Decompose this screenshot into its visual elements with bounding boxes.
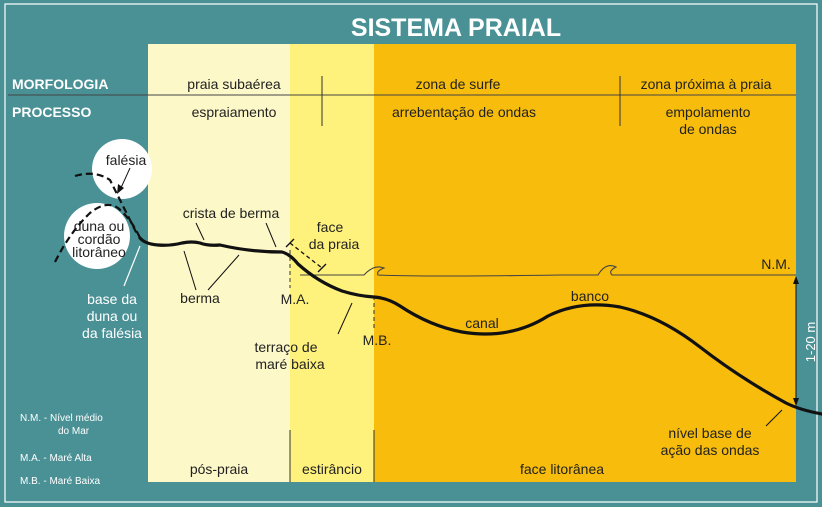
crista-pointer-1 [195, 222, 205, 241]
frame-border [4, 3, 818, 503]
label-ma: M.A. [281, 291, 310, 307]
label-nivel-1: nível base de [668, 425, 751, 441]
depth-arrowhead-top [793, 276, 799, 284]
label-empolamento-1: empolamento [666, 104, 751, 120]
label-zona-proxima: zona próxima à praia [641, 76, 772, 92]
label-praia-subaerea: praia subaérea [187, 76, 281, 92]
label-depth: 1-20 m [803, 322, 818, 362]
label-terraco-2: maré baixa [255, 356, 324, 372]
row-label-morfologia: MORFOLOGIA [12, 76, 108, 92]
label-nm: N.M. [761, 256, 791, 272]
legend-ma: M.A. - Maré Alta [20, 453, 92, 464]
label-pos-praia: pós-praia [190, 461, 249, 477]
duna-circle [64, 203, 130, 269]
label-banco: banco [571, 288, 609, 304]
legend-nm-1: N.M. - Nível médio [20, 413, 103, 424]
base-pointer [123, 245, 141, 287]
berma-pointer-1 [183, 250, 197, 291]
depth-arrowhead-bottom [793, 398, 799, 406]
label-berma: berma [180, 290, 220, 306]
label-base-1: base da [87, 291, 137, 307]
label-duna-3: litorâneo [72, 244, 126, 260]
label-espraiamento: espraiamento [192, 104, 277, 120]
zone-pos-praia [148, 44, 290, 482]
beach-profile [138, 236, 822, 416]
water-level-line [300, 265, 796, 277]
label-face-2: da praia [309, 236, 360, 252]
label-mb: M.B. [363, 332, 392, 348]
label-estirancio: estirâncio [302, 461, 362, 477]
zone-estirancio [290, 44, 374, 482]
berma-pointer-2 [207, 254, 240, 291]
face-tick-top [285, 238, 295, 248]
label-falesia: falésia [106, 152, 147, 168]
label-duna-1: duna ou [74, 218, 125, 234]
legend-nm-2: do Mar [58, 426, 90, 437]
label-terraco-1: terraço de [254, 339, 317, 355]
label-base-2: duna ou [87, 308, 138, 324]
duna-dashed-outline [54, 203, 142, 263]
label-crista-de-berma: crista de berma [183, 205, 280, 221]
falesia-arrowhead [117, 184, 124, 194]
face-tick-bottom [317, 263, 327, 273]
label-zona-de-surfe: zona de surfe [416, 76, 501, 92]
nivel-pointer [765, 409, 783, 427]
label-arrebentacao: arrebentação de ondas [392, 104, 536, 120]
falesia-dashed-outline [74, 172, 139, 237]
row-label-processo: PROCESSO [12, 104, 91, 120]
legend-mb: M.B. - Maré Baixa [20, 476, 100, 487]
label-canal: canal [465, 315, 498, 331]
falesia-arrow [119, 167, 131, 191]
falesia-circle [92, 139, 152, 199]
diagram-title: SISTEMA PRAIAL [351, 14, 561, 42]
label-nivel-2: ação das ondas [661, 442, 760, 458]
label-duna-2: cordão [78, 231, 121, 247]
label-face-litoranea: face litorânea [520, 461, 604, 477]
label-empolamento-2: de ondas [679, 121, 737, 137]
label-face-1: face [317, 219, 344, 235]
crista-pointer-2 [265, 222, 277, 248]
label-base-3: da falésia [82, 325, 142, 341]
terraco-pointer [337, 302, 353, 335]
zone-face-litoranea [374, 44, 796, 482]
